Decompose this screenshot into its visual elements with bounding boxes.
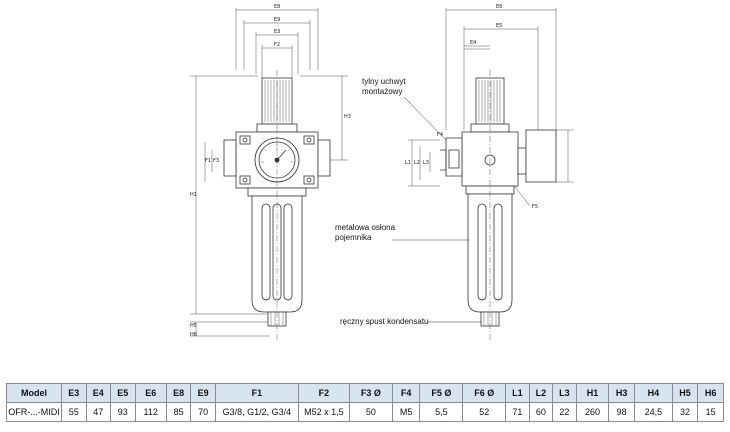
col-header-l1: L1 [505, 383, 530, 403]
technical-drawing: E8 E9 E3 F2 F1 F3 H1 H3 H5 H6 E6 E5 E4 L… [190, 4, 574, 340]
callout-manual-drain: ręczny spust kondensatu [340, 317, 429, 326]
col-header-model: Model [6, 383, 62, 403]
dim-label-e5: E5 [496, 23, 502, 29]
cell-model: OFR-...-MIDI [6, 402, 62, 422]
col-header-e4: E4 [85, 383, 112, 403]
col-header-f4: F4 [391, 383, 421, 403]
cell-e8: 85 [165, 402, 192, 422]
cell-e5: 93 [110, 402, 136, 422]
dim-label-l2: L2 [414, 160, 420, 166]
cell-f2: M52 x 1,5 [297, 402, 350, 422]
cell-e9: 70 [190, 402, 216, 422]
dim-label-f3: F3 [213, 158, 219, 164]
cell-l2: 60 [528, 402, 554, 422]
callout-rear-bracket-line1: tylny uchwyt [362, 77, 406, 86]
table-row: OFR-...-MIDI 55 47 93 112 85 70 G3/8, G1… [6, 402, 724, 422]
cell-h1: 260 [575, 402, 610, 422]
col-header-h4: H4 [633, 383, 673, 403]
cell-l3: 22 [552, 402, 577, 422]
col-header-e9: E9 [190, 383, 216, 403]
cell-h3: 98 [608, 402, 635, 422]
col-header-f2: F2 [297, 383, 350, 403]
cell-f1: G3/8, G1/2, G3/4 [214, 402, 299, 422]
dim-label-f2: F2 [274, 42, 280, 48]
col-header-e6: E6 [134, 383, 167, 403]
dim-label-h3: H3 [344, 114, 351, 120]
col-header-e8: E8 [165, 383, 192, 403]
cell-l1: 71 [505, 402, 530, 422]
front-dimension-lines [190, 8, 348, 337]
dim-label-f4: F4 [437, 132, 443, 138]
callout-bowl-guard-line1: metalowa osłona [335, 223, 396, 232]
col-header-e3: E3 [61, 383, 87, 403]
dim-label-e6: E6 [496, 4, 502, 10]
callout-rear-bracket-line2: montażowy [362, 87, 402, 96]
front-view [190, 8, 348, 340]
side-view [392, 8, 574, 340]
dim-label-h1: H1 [190, 192, 197, 198]
col-header-f3: F3 Ø [348, 383, 393, 403]
col-header-f5: F5 Ø [419, 383, 464, 403]
dim-label-e8: E8 [274, 4, 280, 10]
col-header-e5: E5 [110, 383, 136, 403]
col-header-h1: H1 [575, 383, 610, 403]
dim-label-h5: H5 [190, 323, 197, 329]
side-dimension-lines [408, 8, 574, 207]
dim-label-e3: E3 [274, 29, 280, 35]
cell-f4: M5 [391, 402, 421, 422]
cell-f5: 5,5 [419, 402, 464, 422]
cell-h5: 32 [671, 402, 699, 422]
cell-e6: 112 [134, 402, 167, 422]
dim-label-l1: L1 [405, 160, 411, 166]
dim-label-e4: E4 [470, 40, 476, 46]
col-header-h6: H6 [697, 383, 724, 403]
callout-leaders [392, 96, 482, 323]
col-header-h3: H3 [608, 383, 635, 403]
col-header-l3: L3 [552, 383, 577, 403]
dimension-label-group: E8 E9 E3 F2 F1 F3 H1 H3 H5 H6 E6 E5 E4 L… [190, 4, 538, 338]
cell-f6: 52 [462, 402, 507, 422]
spec-table-header-row: Model E3 E4 E5 E6 E8 E9 F1 F2 F3 Ø F4 F5… [6, 383, 724, 403]
dim-label-l3: L3 [423, 160, 429, 166]
col-header-f1: F1 [214, 383, 299, 403]
dim-label-e9: E9 [274, 17, 280, 23]
dim-label-f5: F5 [532, 204, 538, 210]
cell-f3: 50 [348, 402, 393, 422]
col-header-l2: L2 [528, 383, 554, 403]
callout-bowl-guard-line2: pojemnika [335, 233, 372, 242]
dim-label-f1: F1 [205, 158, 211, 164]
col-header-f6: F6 Ø [462, 383, 507, 403]
cell-h6: 15 [697, 402, 724, 422]
spec-table: Model E3 E4 E5 E6 E8 E9 F1 F2 F3 Ø F4 F5… [6, 383, 724, 422]
dim-label-h6: H6 [190, 332, 197, 338]
cell-e4: 47 [85, 402, 112, 422]
col-header-h5: H5 [671, 383, 699, 403]
cell-h4: 24,5 [633, 402, 673, 422]
cell-e3: 55 [61, 402, 87, 422]
